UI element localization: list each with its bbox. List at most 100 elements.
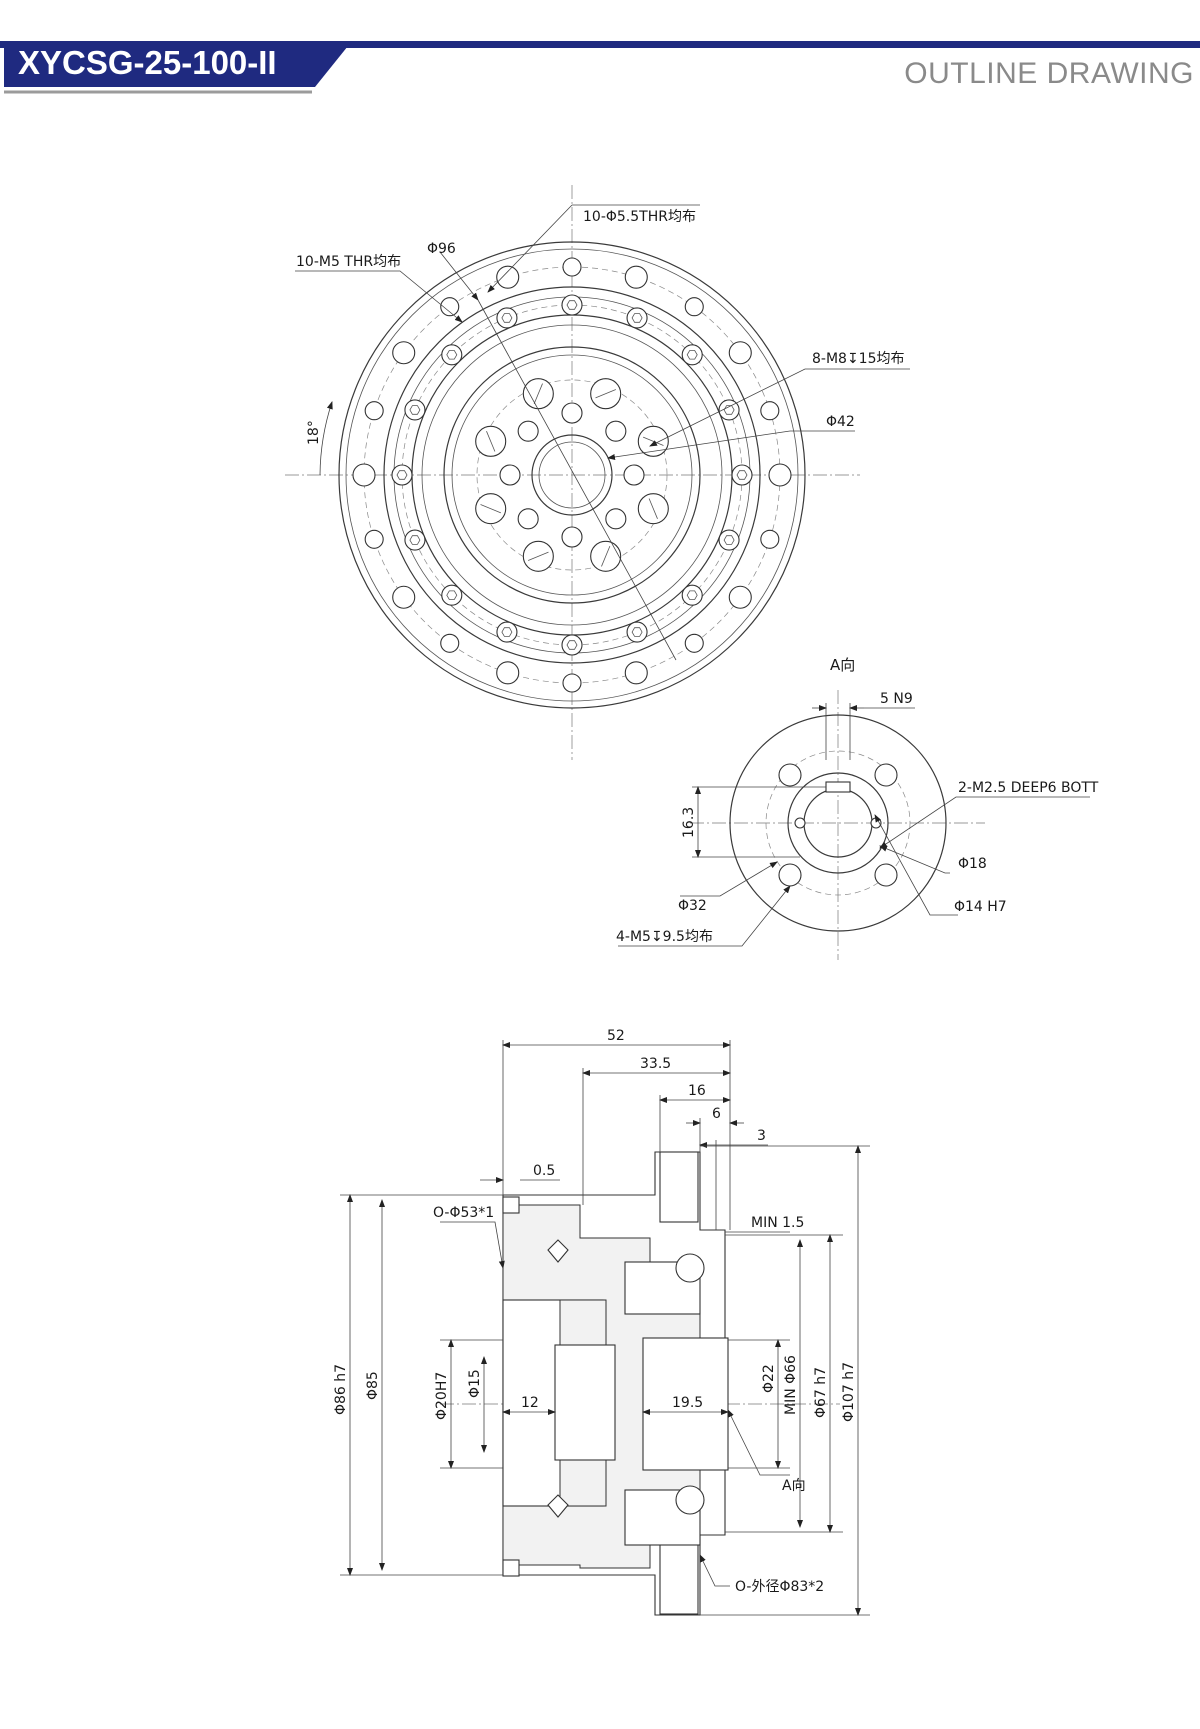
- hex-socket-hole: [496, 307, 518, 329]
- outer-small-hole: [684, 633, 704, 653]
- model-title: XYCSG-25-100-II: [18, 44, 277, 81]
- bearing-ball-bottom: [675, 1485, 705, 1515]
- label-dia-15: Φ15: [467, 1369, 483, 1398]
- label-len-6: 6: [712, 1106, 721, 1122]
- outer-small-hole: [684, 297, 704, 317]
- label-dia-107: Φ107 h7: [841, 1362, 857, 1422]
- hex-socket: [723, 535, 735, 545]
- m8-slot: [528, 551, 549, 561]
- center-bore-inner: [538, 441, 606, 509]
- hex-socket-hole: [561, 634, 583, 656]
- oring-groove-bottom: [502, 1559, 520, 1577]
- viewa-hub: [787, 772, 889, 874]
- hex-socket: [566, 640, 578, 650]
- hex-socket: [396, 470, 408, 480]
- flexspline-tooth-top: [547, 1239, 569, 1263]
- outer-thru-hole: [768, 463, 792, 487]
- outer-thru-hole: [392, 585, 416, 609]
- outer-thru-hole: [624, 265, 648, 289]
- label-dia-67: Φ67 h7: [813, 1367, 829, 1418]
- outer-thru-hole: [392, 341, 416, 365]
- hex-socket: [736, 470, 748, 480]
- hex-socket-hole: [404, 399, 426, 421]
- hex-socket-hole: [681, 584, 703, 606]
- outer-flange-circle: [338, 241, 806, 709]
- leader-dia96: [439, 251, 479, 301]
- m8-slot: [533, 383, 543, 405]
- flange-top: [659, 1151, 699, 1223]
- outer-small-hole: [440, 633, 460, 653]
- label-holes-m8: 8-M8↧15均布: [812, 351, 905, 367]
- label-len-195: 19.5: [672, 1395, 703, 1411]
- leader-viewa-m5: [618, 885, 791, 947]
- outer-small-hole: [364, 529, 384, 549]
- label-len-12: 12: [521, 1395, 539, 1411]
- inner-small-hole: [623, 464, 645, 486]
- hex-socket-hole: [496, 621, 518, 643]
- hex-socket: [409, 535, 421, 545]
- leader-dia96-line: [477, 299, 677, 661]
- inner-hub: [554, 1344, 616, 1461]
- output-shaft: [642, 1337, 729, 1471]
- outer-small-hole: [440, 297, 460, 317]
- leader-m5: [295, 270, 463, 323]
- leader-m25: [879, 796, 1090, 849]
- hex-socket-hole: [681, 344, 703, 366]
- hex-socket: [409, 405, 421, 415]
- hex-socket-hole: [731, 464, 753, 486]
- label-oring-1: O-Φ53*1: [433, 1205, 494, 1221]
- outer-thru-hole: [352, 463, 376, 487]
- hex-socket-hole: [404, 529, 426, 551]
- hex-socket: [631, 627, 643, 637]
- output-flange: [443, 346, 701, 604]
- front-view: 10-Φ5.5THR均布 10-M5 THR均布 Φ96 8-M8↧15均布 Φ…: [285, 185, 910, 760]
- label-viewa-dia14: Φ14 H7: [954, 899, 1007, 915]
- label-viewa-title: A向: [830, 656, 855, 674]
- label-min-15: MIN 1.5: [751, 1215, 804, 1231]
- outer-small-hole: [364, 401, 384, 421]
- bolt-circle-m8: [476, 379, 668, 571]
- m5-hex-holes: [391, 294, 753, 656]
- outer-thru-hole: [496, 265, 520, 289]
- label-viewa-m5: 4-M5↧9.5均布: [616, 929, 713, 945]
- outer-thru-hole: [728, 585, 752, 609]
- hex-socket: [631, 313, 643, 323]
- leader-dia18: [879, 845, 950, 874]
- label-len-05: 0.5: [533, 1163, 555, 1179]
- inner-small-hole: [561, 402, 583, 424]
- label-keyway: 5 N9: [880, 691, 913, 707]
- leader-view-a: [727, 1409, 790, 1476]
- label-dia-86: Φ86 h7: [333, 1364, 349, 1415]
- inner-small-hole: [605, 420, 627, 442]
- outer-small-hole: [562, 257, 582, 277]
- m8-slot: [648, 498, 658, 519]
- viewa-hole-bl: [778, 863, 802, 887]
- outer-small-hole: [760, 529, 780, 549]
- hex-socket: [446, 590, 458, 600]
- m8-slot: [601, 545, 611, 567]
- viewa-m25-left: [794, 817, 806, 829]
- hex-socket-hole: [391, 464, 413, 486]
- label-dia-42: Φ42: [826, 414, 855, 430]
- label-key-height: 16.3: [681, 807, 697, 838]
- hex-socket: [501, 313, 513, 323]
- output-flange-step: [451, 354, 693, 596]
- label-tapped: 2-M2.5 DEEP6 BOTT: [958, 780, 1099, 796]
- viewa-hole-tr: [874, 763, 898, 787]
- drawing-subtitle: OUTLINE DRAWING: [904, 57, 1194, 90]
- viewa-hole-tl: [778, 763, 802, 787]
- label-dia-22: Φ22: [761, 1364, 777, 1393]
- label-min-66: MIN Φ66: [783, 1355, 799, 1415]
- page-header: XYCSG-25-100-II OUTLINE DRAWING: [0, 0, 1200, 100]
- bearing-ball-top: [675, 1253, 705, 1283]
- section-view: 52 33.5 16 6 3 0.5 O-Φ53*1 MIN 1.5 Φ86 h…: [333, 1028, 870, 1616]
- leader-oring-1: [440, 1221, 505, 1269]
- inner-small-holes: [499, 402, 645, 548]
- leader-dia42: [607, 430, 855, 460]
- oring-groove-top: [502, 1196, 520, 1214]
- viewa-outer-circle: [729, 714, 947, 932]
- label-len-16: 16: [688, 1083, 706, 1099]
- inner-small-hole: [517, 508, 539, 530]
- hex-socket-hole: [441, 344, 463, 366]
